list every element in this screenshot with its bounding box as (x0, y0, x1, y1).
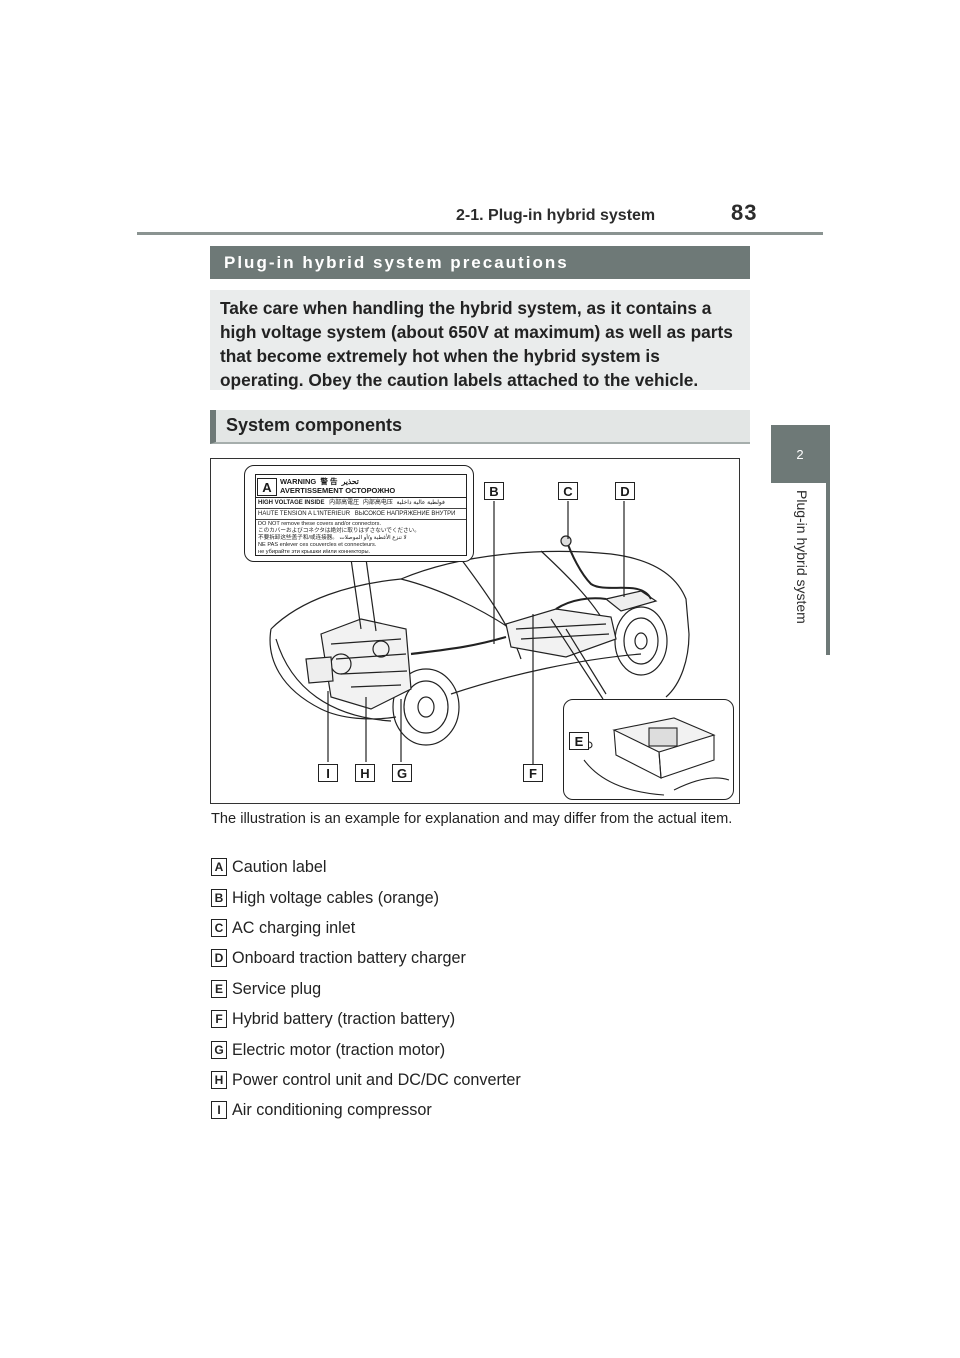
caution-label-detail: ⚠ WARNING 警 告 تحذير AVERTISSEMENT ОСТОРО… (255, 474, 467, 556)
callout-g: G (392, 764, 412, 782)
label-line-en: DO NOT remove these covers and/or connec… (258, 521, 464, 528)
component-label: Power control unit and DC/DC converter (232, 1071, 521, 1090)
callout-e: E (569, 732, 589, 750)
label-hv-fr: HAUTE TENSION A L'INTERIEUR (256, 509, 352, 519)
page-number: 83 (731, 200, 757, 226)
chapter-tab-title: Plug-in hybrid system (794, 490, 810, 624)
component-item-a: A Caution label (211, 855, 327, 879)
component-letter: E (211, 980, 227, 998)
label-line-ar: لا تنزع الأغطية و/أو الموصلات (339, 535, 406, 541)
component-letter: D (211, 949, 227, 967)
callout-b: B (484, 482, 504, 500)
component-letter: I (211, 1101, 227, 1119)
label-warning-fr: AVERTISSEMENT (280, 486, 343, 495)
component-label: AC charging inlet (232, 919, 355, 938)
component-item-g: G Electric motor (traction motor) (211, 1038, 445, 1062)
label-warning-ar: تحذير (342, 477, 359, 486)
section-title: Plug-in hybrid system precautions (210, 246, 750, 279)
component-letter: B (211, 889, 227, 907)
component-letter: G (211, 1041, 227, 1059)
label-hv-cn: 内部高电压 (362, 498, 394, 508)
chapter-number: 2 (796, 447, 803, 462)
callout-h: H (355, 764, 375, 782)
component-label: High voltage cables (orange) (232, 889, 439, 908)
label-warning-ru: ОСТОРОЖНО (345, 486, 395, 495)
subsection-title: System components (210, 410, 750, 444)
label-warning-jp: 警 告 (320, 477, 337, 486)
chapter-tab-title-wrap: Plug-in hybrid system (772, 490, 830, 660)
callout-f: F (523, 764, 543, 782)
system-components-figure: ⚠ WARNING 警 告 تحذير AVERTISSEMENT ОСТОРО… (210, 458, 740, 804)
component-label: Caution label (232, 858, 327, 877)
callout-i: I (318, 764, 338, 782)
label-warning-en: WARNING (280, 477, 316, 486)
component-label: Electric motor (traction motor) (232, 1041, 445, 1060)
figure-caption: The illustration is an example for expla… (211, 810, 751, 829)
label-hv-jp: 内部高電圧 (328, 498, 360, 508)
component-label: Onboard traction battery charger (232, 949, 466, 968)
component-item-b: B High voltage cables (orange) (211, 886, 439, 910)
callout-c: C (558, 482, 578, 500)
component-label: Air conditioning compressor (232, 1101, 432, 1120)
component-letter: A (211, 858, 227, 876)
component-item-d: D Onboard traction battery charger (211, 946, 466, 970)
header-rule (137, 232, 823, 235)
running-header-section: 2-1. Plug-in hybrid system (456, 207, 655, 225)
label-line-cn: 不要拆卸这些盖子和/或连接器。 (258, 535, 338, 541)
label-line-ru: не убирайте эти крышки и/или коннекторы. (258, 549, 464, 556)
component-item-h: H Power control unit and DC/DC converter (211, 1068, 521, 1092)
component-item-e: E Service plug (211, 977, 321, 1001)
intro-text: Take care when handling the hybrid syste… (210, 290, 750, 390)
component-letter: F (211, 1010, 227, 1028)
label-line-jp: このカバーおよびコネクタは絶対に取りはずさないでください。 (258, 528, 464, 535)
component-item-c: C AC charging inlet (211, 916, 355, 940)
label-hv-ar: فولطية عالية داخلية (396, 498, 446, 508)
component-label: Service plug (232, 980, 321, 999)
component-letter: C (211, 919, 227, 937)
label-line-fr: NE PAS enlever ces couvercles et connect… (258, 542, 464, 549)
callout-d: D (615, 482, 635, 500)
component-item-i: I Air conditioning compressor (211, 1098, 432, 1122)
component-letter: H (211, 1071, 227, 1089)
component-label: Hybrid battery (traction battery) (232, 1010, 455, 1029)
service-plug-illustration (564, 700, 732, 798)
label-hv-en: HIGH VOLTAGE INSIDE (256, 498, 326, 508)
label-hv-ru: ВЫСОКОЕ НАПРЯЖЕНИЕ ВНУТРИ (354, 509, 457, 519)
chapter-tab: 2 (771, 425, 829, 483)
callout-a: A (257, 478, 277, 496)
component-item-f: F Hybrid battery (traction battery) (211, 1007, 455, 1031)
